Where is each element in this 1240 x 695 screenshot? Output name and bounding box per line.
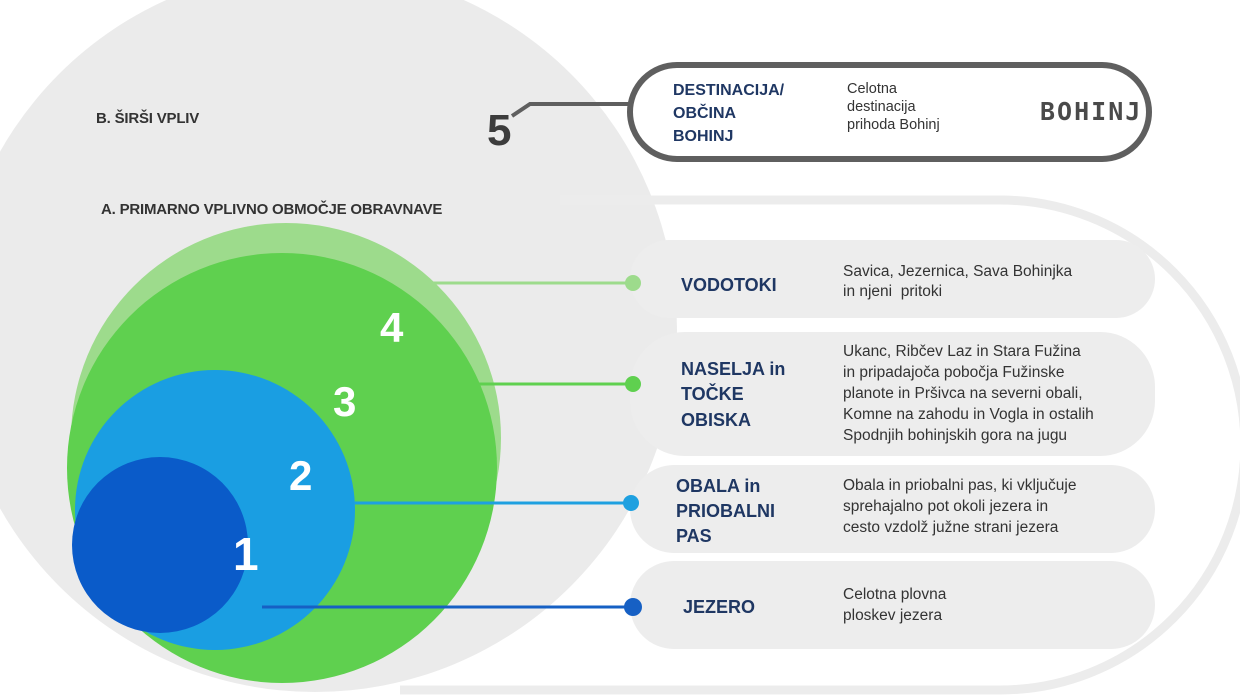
level-3-label-line-2: TOČKE bbox=[681, 384, 744, 404]
circle-number-2: 2 bbox=[289, 452, 313, 499]
level-1-desc-line-2: ploskev jezera bbox=[843, 607, 943, 624]
pill-vodotoki bbox=[630, 240, 1155, 318]
zone-a-outline bbox=[400, 195, 1240, 695]
level-2-desc-line-1: Obala in priobalni pas, ki vključuje bbox=[843, 477, 1077, 494]
level-3-desc-line-4: Komne na zahodu in Vogla in ostalih bbox=[843, 406, 1094, 423]
circle-number-1: 1 bbox=[233, 528, 259, 580]
connector-destination bbox=[510, 102, 632, 118]
level-2-label-line-2: PRIOBALNI bbox=[676, 501, 775, 521]
circle-number-4: 4 bbox=[380, 304, 404, 351]
destination-label-line-3: BOHINJ bbox=[673, 128, 734, 145]
level-2-label-line-3: PAS bbox=[676, 526, 712, 546]
circle-number-3: 3 bbox=[333, 378, 357, 425]
level-4-desc-line-2: in njeni pritoki bbox=[843, 283, 943, 300]
level-3-desc-line-3: planote in Pršivca na severni obali, bbox=[843, 385, 1083, 402]
zone-a-title: A. PRIMARNO VPLIVNO OBMOČJE OBRAVNAVE bbox=[101, 201, 443, 218]
destination-desc-line-3: prihoda Bohinj bbox=[847, 117, 940, 133]
connector-dot-level-4 bbox=[625, 275, 641, 291]
pill-jezero bbox=[630, 561, 1155, 649]
pill-obala bbox=[630, 465, 1155, 553]
zone-b-title: B. ŠIRŠI VPLIV bbox=[96, 110, 200, 127]
destination-label-line-1: DESTINACIJA/ bbox=[673, 82, 785, 99]
destination-desc-line-2: destinacija bbox=[847, 99, 916, 115]
level-1-desc-line-1: Celotna plovna bbox=[843, 586, 947, 603]
circle-level-1 bbox=[72, 457, 248, 633]
level-3-desc-line-2: in pripadajoča pobočja Fužinske bbox=[843, 364, 1065, 381]
destination-number: 5 bbox=[487, 106, 512, 155]
connector-dot-level-1 bbox=[624, 598, 642, 616]
level-4-label-line-1: VODOTOKI bbox=[681, 275, 777, 295]
level-3-desc-line-1: Ukanc, Ribčev Laz in Stara Fužina bbox=[843, 343, 1081, 360]
level-3-label-line-1: NASELJA in bbox=[681, 359, 786, 379]
connector-dot-level-2 bbox=[623, 495, 639, 511]
level-4-desc-line-1: Savica, Jezernica, Sava Bohinjka bbox=[843, 263, 1073, 280]
destination-desc-line-1: Celotna bbox=[847, 81, 897, 97]
pill-naselja bbox=[630, 332, 1155, 456]
level-3-desc-line-5: Spodnjih bohinjskih gora na jugu bbox=[843, 427, 1068, 444]
level-3-label-line-3: OBISKA bbox=[681, 410, 752, 430]
connector-dot-level-3 bbox=[625, 376, 641, 392]
level-2-desc-line-3: cesto vzdolž južne strani jezera bbox=[843, 519, 1059, 536]
destination-label-line-2: OBČINA bbox=[673, 105, 737, 122]
bohinj-logo: BOHINJ bbox=[1040, 97, 1143, 126]
level-2-label-line-1: OBALA in bbox=[676, 476, 761, 496]
destination-box bbox=[627, 62, 1152, 162]
level-1-label-line-1: JEZERO bbox=[683, 597, 756, 617]
level-2-desc-line-2: sprehajalno pot okoli jezera in bbox=[843, 498, 1049, 515]
